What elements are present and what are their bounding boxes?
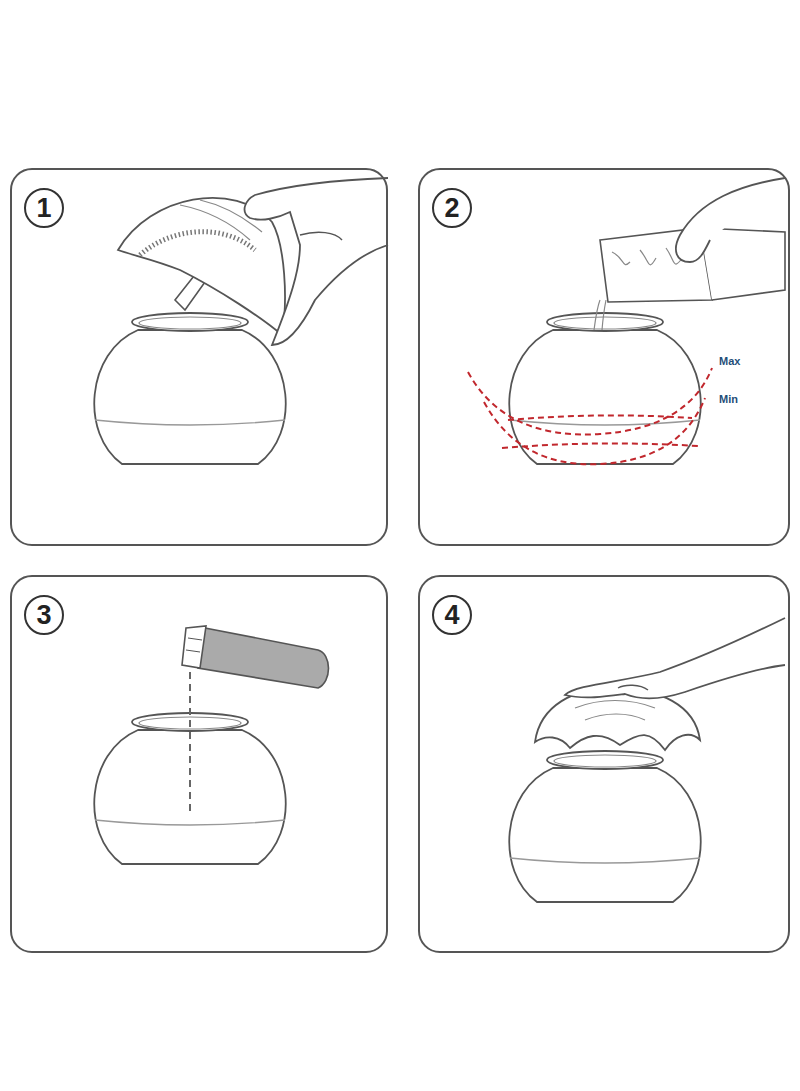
step-number: 1: [24, 188, 64, 228]
step-number: 2: [432, 188, 472, 228]
step-number: 4: [432, 595, 472, 635]
step-panel: 3: [10, 575, 388, 953]
level-label: Min: [718, 393, 739, 405]
step-panel: 1: [10, 168, 388, 546]
step-number: 3: [24, 595, 64, 635]
step-panel: 4: [418, 575, 790, 953]
level-label: Max: [718, 355, 741, 367]
